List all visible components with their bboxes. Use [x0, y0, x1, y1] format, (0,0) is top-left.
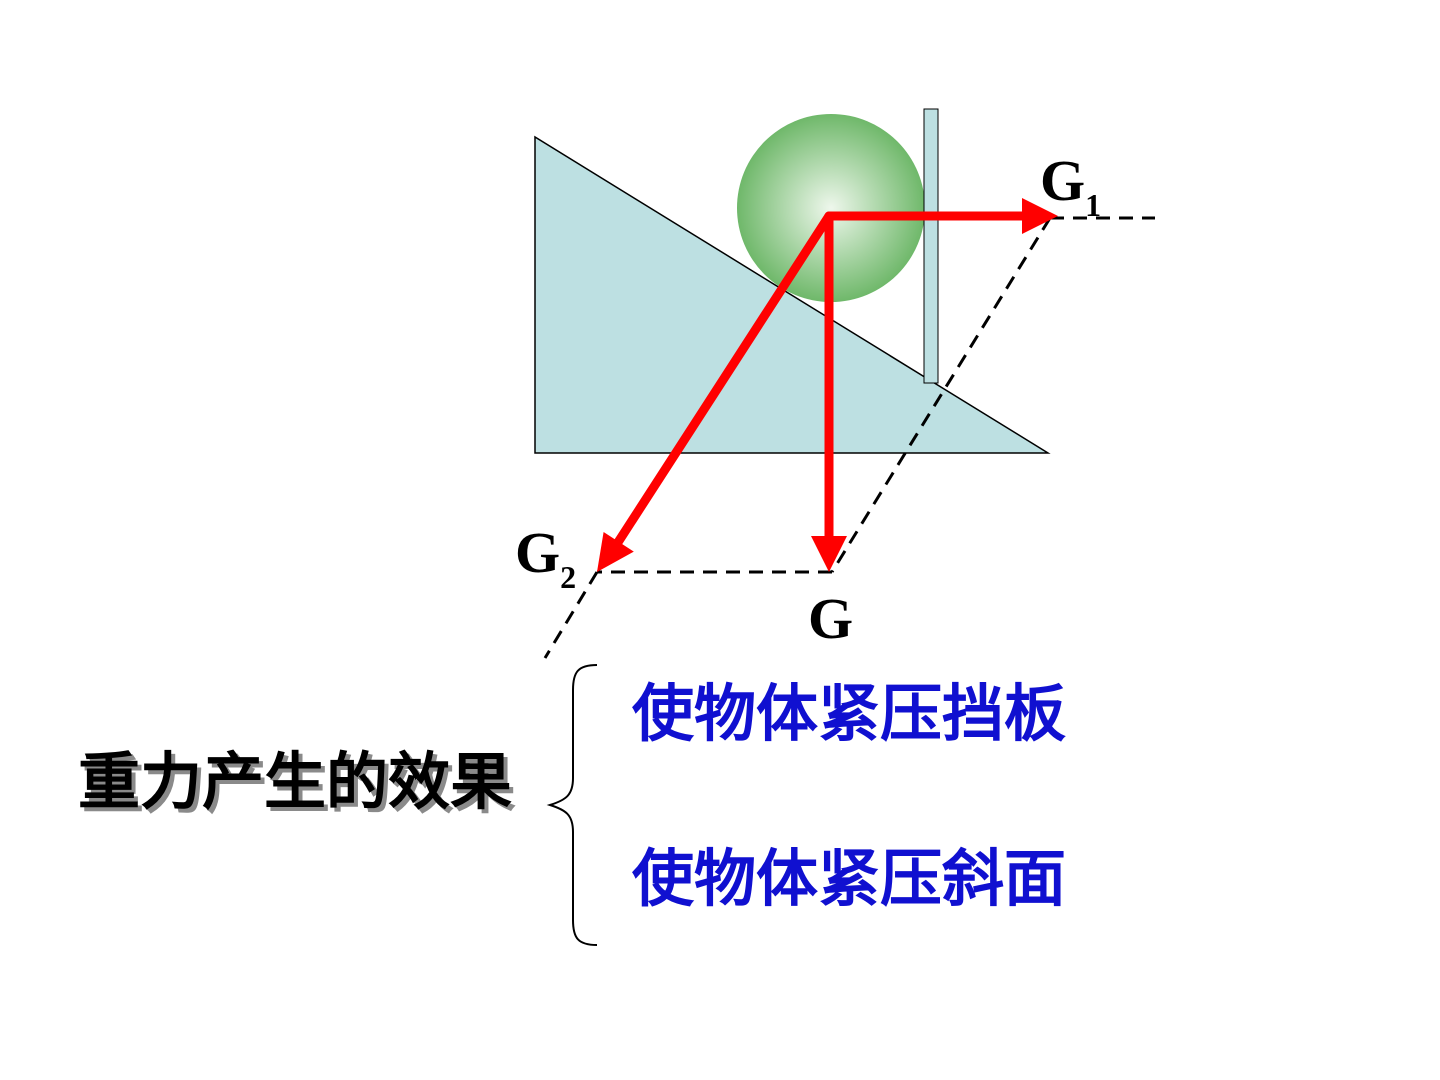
effect-title-shadow: 重力产生的效果 [82, 749, 516, 822]
arrow-g2-head [597, 532, 634, 572]
label-g: G [808, 586, 853, 651]
arrow-g1-head [1022, 198, 1058, 234]
incline-triangle [534, 135, 1051, 454]
effect-item-baffle: 使物体紧压挡板 [632, 677, 1066, 750]
baffle-board [923, 108, 939, 384]
label-g1-sub: 1 [1085, 187, 1101, 223]
arrow-g-head [811, 536, 847, 572]
dashed-line-g2-extension [543, 571, 599, 659]
ball [737, 114, 925, 302]
label-g2-main: G [515, 520, 560, 585]
label-g1: G1 [1040, 148, 1101, 223]
parallelogram-dashed-lines [543, 216, 1155, 659]
dashed-line-g1-to-g [830, 217, 1052, 573]
arrow-g2-shaft [610, 211, 834, 552]
force-arrows [597, 198, 1058, 572]
curly-brace [546, 664, 598, 946]
label-g1-main: G [1040, 148, 1085, 213]
label-g2: G2 [515, 520, 576, 595]
effect-title: 重力产生的效果 [78, 745, 512, 818]
label-g2-sub: 2 [560, 559, 576, 595]
effect-item-incline: 使物体紧压斜面 [632, 842, 1066, 915]
